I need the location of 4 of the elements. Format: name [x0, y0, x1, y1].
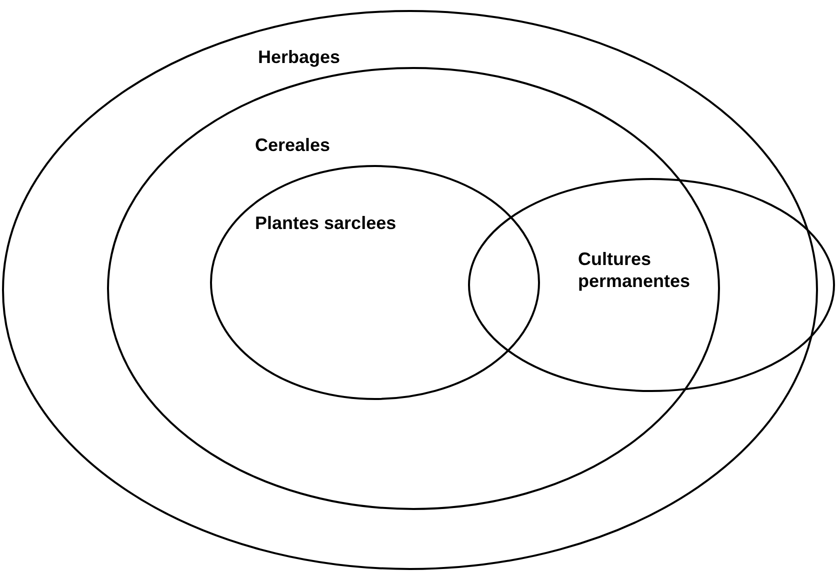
set-label: Cereales: [255, 134, 332, 156]
set-label: Herbages: [258, 46, 342, 68]
set-label: Plantes sarclees: [255, 212, 398, 234]
set-label: Cultures permanentes: [578, 248, 692, 292]
